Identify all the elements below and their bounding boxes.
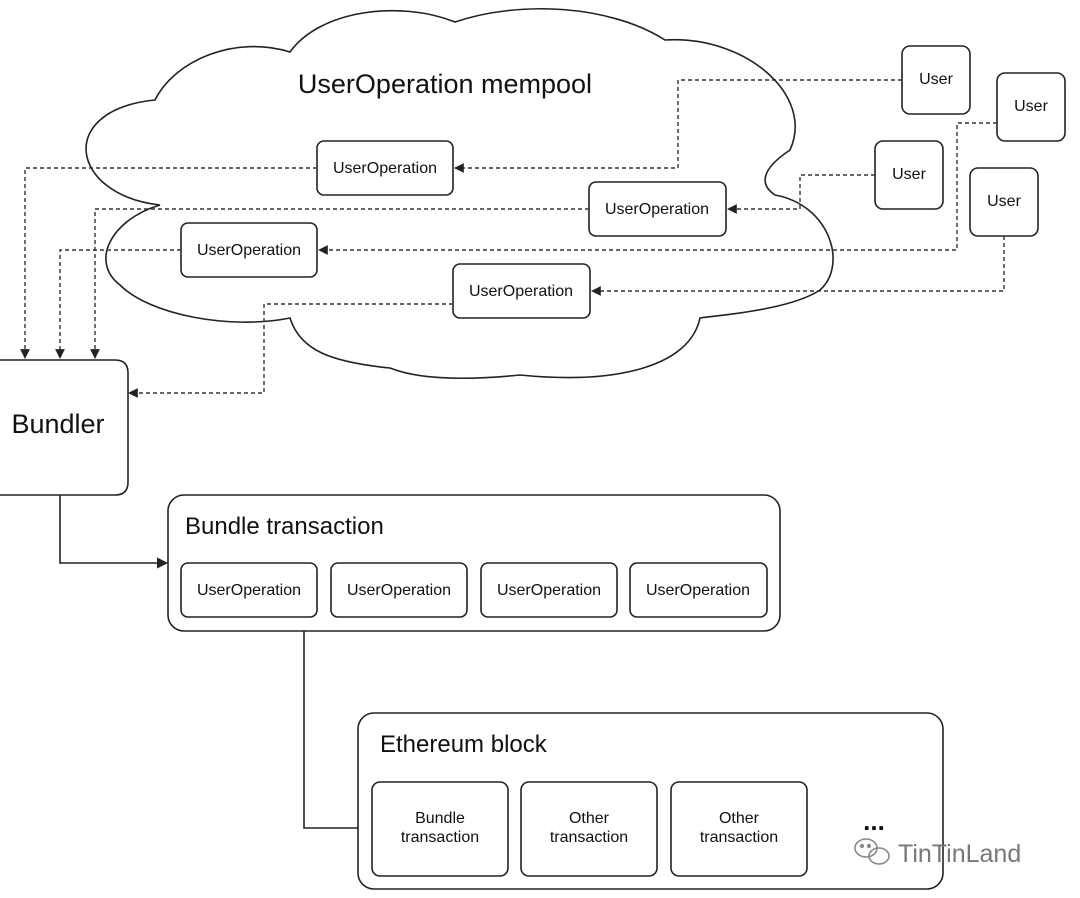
user-box: User — [901, 45, 971, 115]
block-item-line1: Bundle — [415, 810, 465, 827]
dashed-arrow — [318, 122, 997, 255]
useroperation-label: UserOperation — [646, 582, 750, 599]
useroperation-label: UserOperation — [469, 283, 573, 300]
block-item-line1: Other — [719, 810, 760, 827]
solid-arrow — [303, 631, 373, 834]
wechat-icon — [854, 838, 890, 865]
more-ellipsis: ... — [863, 806, 885, 836]
user-label: User — [1014, 98, 1048, 115]
useroperation-label: UserOperation — [347, 582, 451, 599]
mempool-cloud — [85, 7, 834, 379]
block-item-line1: Other — [569, 810, 610, 827]
useroperation-label: UserOperation — [197, 582, 301, 599]
ethereum-block-box: Ethereum block Bundle transaction Other … — [357, 712, 944, 890]
block-item-line2: transaction — [401, 829, 479, 846]
watermark: TinTinLand — [854, 838, 1021, 868]
dashed-arrow — [591, 236, 1005, 296]
mempool-title: UserOperation mempool — [298, 69, 592, 99]
user-label: User — [919, 71, 953, 88]
watermark-text: TinTinLand — [898, 840, 1021, 868]
block-item-line2: transaction — [700, 829, 778, 846]
user-label: User — [987, 193, 1021, 210]
mempool-useroperation: UserOperation — [588, 181, 727, 237]
block-item-line2: transaction — [550, 829, 628, 846]
user-box: User — [874, 140, 944, 210]
dashed-arrow — [90, 208, 589, 359]
useroperation-label: UserOperation — [197, 242, 301, 259]
bundle-useroperation: UserOperation — [180, 562, 318, 618]
useroperation-label: UserOperation — [497, 582, 601, 599]
ethereum-block-title: Ethereum block — [380, 731, 548, 758]
dashed-arrow — [727, 174, 875, 214]
dashed-arrow — [128, 303, 453, 398]
block-other-transaction: Other transaction — [520, 781, 658, 877]
bundle-useroperation: UserOperation — [330, 562, 468, 618]
solid-arrow — [59, 495, 169, 569]
user-label: User — [892, 166, 926, 183]
block-bundle-transaction: Bundle transaction — [371, 781, 509, 877]
bundle-transaction-title: Bundle transaction — [185, 513, 384, 540]
bundle-transaction-box: Bundle transaction UserOperation UserOpe… — [167, 494, 781, 632]
user-box: User — [996, 72, 1066, 142]
dashed-arrow — [55, 249, 181, 359]
bundle-useroperation: UserOperation — [629, 562, 768, 618]
mempool-useroperation: UserOperation — [180, 222, 318, 278]
bundler-box: Bundler — [0, 359, 129, 496]
useroperation-label: UserOperation — [333, 160, 437, 177]
mempool-useroperation: UserOperation — [316, 140, 454, 196]
bundle-useroperation: UserOperation — [480, 562, 618, 618]
block-other-transaction: Other transaction — [670, 781, 808, 877]
useroperation-label: UserOperation — [605, 201, 709, 218]
user-box: User — [969, 167, 1039, 237]
mempool-useroperation: UserOperation — [452, 263, 591, 319]
dashed-arrow — [454, 79, 902, 173]
bundler-label: Bundler — [11, 409, 104, 439]
